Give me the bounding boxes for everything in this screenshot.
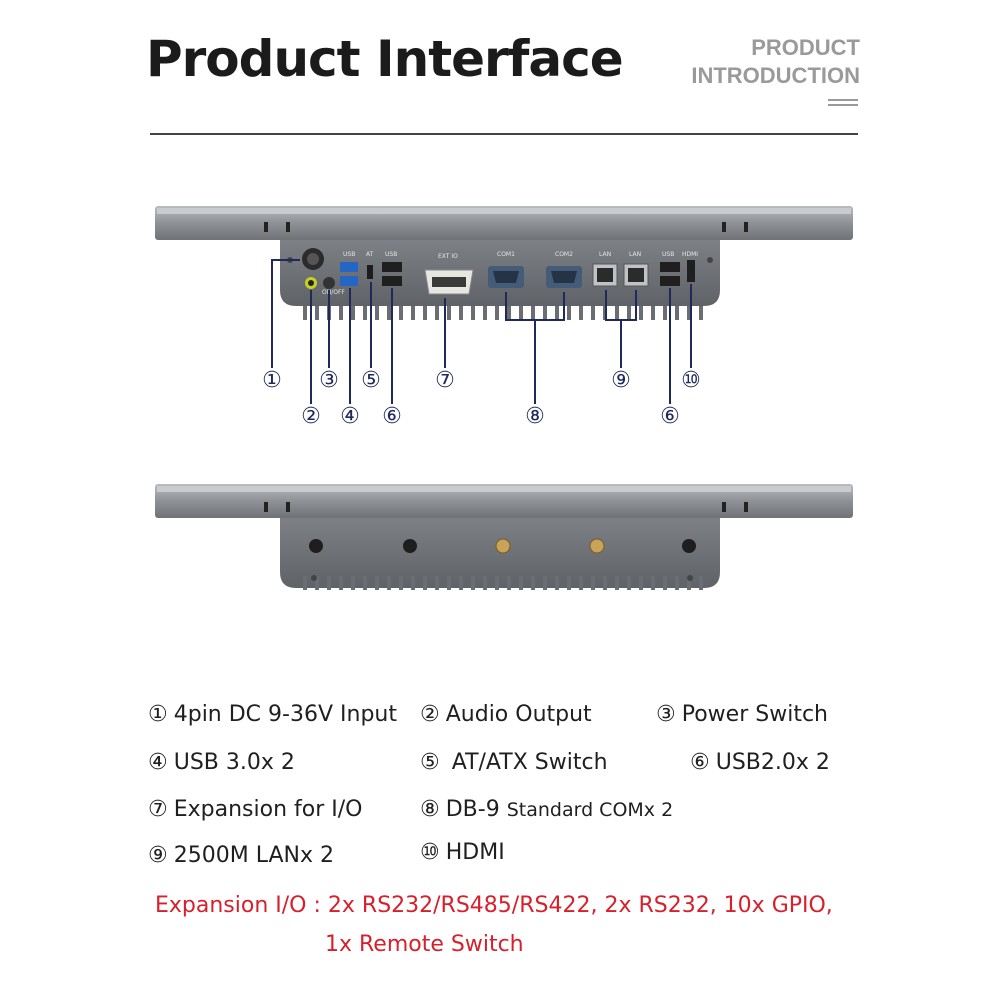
heatsink-fins xyxy=(296,306,704,320)
hdmi-port xyxy=(687,260,695,282)
callout-10: ⑩ xyxy=(681,368,701,393)
subtitle-mark-line xyxy=(828,104,858,106)
callout-7: ⑦ xyxy=(435,368,455,393)
usb3-port xyxy=(340,276,358,286)
callout-2: ② xyxy=(301,404,321,429)
port-label-usb2: USB xyxy=(385,251,397,258)
port-label-com1: COM1 xyxy=(497,251,515,258)
callout-3: ③ xyxy=(319,368,339,393)
subtitle-mark-line xyxy=(828,99,858,101)
page-title: Product Interface xyxy=(146,30,624,88)
port-label-ext: EXT IO xyxy=(438,253,458,260)
io-panel-view: USB AT USB EXT IO COM1 COM2 LAN LAN USB … xyxy=(155,206,853,429)
usb2-port-right xyxy=(660,276,680,286)
subtitle-product: PRODUCT xyxy=(751,35,860,60)
expansion-io-note-line2: 1x Remote Switch xyxy=(325,932,524,957)
header-divider xyxy=(150,133,858,135)
port-label-usb-right: USB xyxy=(662,251,674,258)
port-label-lan1: LAN xyxy=(599,251,611,258)
expansion-io-note: Expansion I/O : 2x RS232/RS485/RS422, 2x… xyxy=(155,893,833,918)
antenna-hole xyxy=(309,539,323,553)
usb2-port xyxy=(382,276,402,286)
port-label-onoff: ON/OFF xyxy=(322,289,345,296)
usb2-port-right xyxy=(660,262,680,272)
at-atx-switch xyxy=(367,265,373,279)
antenna-connector xyxy=(589,538,605,554)
usb3-port xyxy=(340,262,358,272)
usb2-port xyxy=(382,262,402,272)
port-label-usb3: USB xyxy=(343,251,355,258)
antenna-side-view xyxy=(155,484,853,590)
antenna-connector xyxy=(495,538,511,554)
callout-8: ⑧ xyxy=(525,404,545,429)
port-label-com2: COM2 xyxy=(555,251,573,258)
callout-6-left: ⑥ xyxy=(382,404,402,429)
port-label-at: AT xyxy=(366,251,374,258)
callout-1: ① xyxy=(262,368,282,393)
callout-4: ④ xyxy=(340,404,360,429)
port-label-lan2: LAN xyxy=(629,251,641,258)
subtitle-introduction: INTRODUCTION xyxy=(691,63,860,88)
antenna-hole xyxy=(403,539,417,553)
power-button xyxy=(323,277,335,289)
callout-leaders xyxy=(271,259,692,404)
bottom-chassis xyxy=(280,518,720,588)
panel-bezel xyxy=(155,206,853,240)
product-illustration: USB AT USB EXT IO COM1 COM2 LAN LAN USB … xyxy=(155,206,853,590)
antenna-hole xyxy=(682,539,696,553)
port-label-hdmi: HDMI xyxy=(682,251,698,258)
panel-bezel-bottom xyxy=(155,484,853,518)
callout-9: ⑨ xyxy=(611,368,631,393)
callout-5: ⑤ xyxy=(361,368,381,393)
callout-6-right: ⑥ xyxy=(660,404,680,429)
